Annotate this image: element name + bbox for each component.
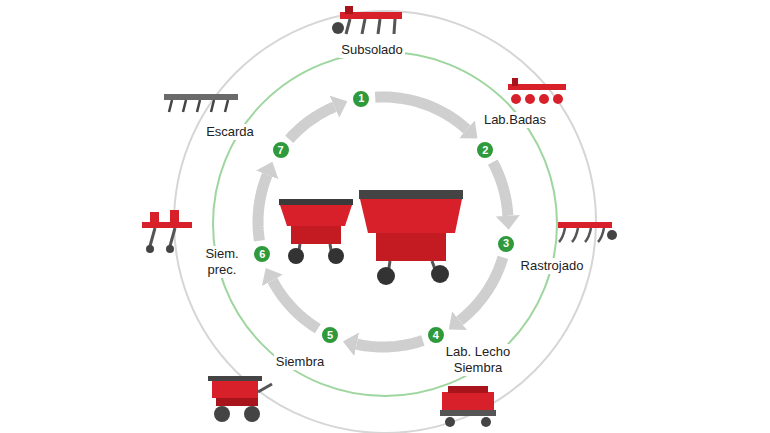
- precision-planter-icon-part: [150, 212, 159, 224]
- subsoiler-icon-part: [362, 19, 365, 34]
- center-seed-drills-part: [280, 205, 352, 226]
- seed-drill-icon-part: [208, 376, 262, 381]
- seed-drill-icon-part: [216, 398, 258, 406]
- precision-planter-icon: [142, 210, 192, 253]
- stage-label: Rastrojado: [519, 258, 586, 274]
- disc-plough-icon-part: [525, 94, 535, 104]
- step-number: 3: [503, 238, 509, 249]
- rings-part: [174, 11, 596, 433]
- stage-label: Siembra: [274, 354, 326, 370]
- step-number-circle: 2: [475, 140, 495, 160]
- rotary-harrow-icon-part: [481, 417, 491, 427]
- center-seed-drills-part: [328, 248, 344, 264]
- rotary-harrow-icon: [440, 386, 496, 427]
- cultivator-icon-part: [607, 230, 617, 240]
- precision-planter-icon-part: [146, 245, 154, 253]
- subsoiler-icon-part: [345, 6, 353, 14]
- cycle-arrow: [289, 107, 334, 140]
- subsoiler-icon-part: [332, 22, 344, 34]
- step-number-circle: 1: [351, 89, 371, 109]
- cycle-arrow: [493, 162, 508, 216]
- step-number: 7: [278, 145, 284, 156]
- seed-drill-icon-part: [244, 406, 260, 422]
- stage-label: Siem. prec.: [195, 246, 249, 277]
- hoe-icon-part: [164, 94, 238, 100]
- precision-planter-icon-part: [170, 228, 175, 246]
- disc-plough-icon-part: [539, 94, 549, 104]
- step-number: 4: [433, 330, 439, 341]
- step-number-circle: 5: [320, 325, 340, 345]
- cultivator-icon: [558, 222, 617, 242]
- step-number-circle: 3: [496, 234, 516, 254]
- stage-label: Lab. Lecho Siembra: [437, 344, 519, 375]
- cycle-arrow: [460, 257, 503, 320]
- cycle-arrow: [272, 280, 317, 328]
- hoe-icon: [164, 94, 238, 112]
- step-number: 6: [259, 249, 265, 260]
- rotary-harrow-icon-part: [448, 386, 488, 393]
- subsoiler-icon: [332, 6, 402, 34]
- step-number: 2: [482, 145, 488, 156]
- center-seed-drills-part: [431, 265, 449, 283]
- rotary-harrow-icon-part: [442, 392, 494, 410]
- disc-plough-icon-part: [511, 94, 521, 104]
- center-seed-drills: [279, 190, 463, 285]
- stage-label: Escarda: [204, 124, 256, 140]
- rotary-harrow-icon-part: [440, 410, 496, 416]
- rings-part: [213, 52, 557, 396]
- step-number: 1: [358, 93, 364, 104]
- center-seed-drills-part: [288, 248, 304, 264]
- disc-plough-icon: [508, 78, 566, 104]
- disc-plough-icon-part: [553, 94, 563, 104]
- disc-plough-icon-part: [512, 78, 518, 86]
- step-number-circle: 4: [426, 325, 446, 345]
- seed-drill-icon-part: [212, 380, 258, 398]
- subsoiler-icon-part: [346, 19, 350, 34]
- cultivator-icon-part: [559, 228, 604, 242]
- stage-label: Lab.Badas: [482, 112, 548, 128]
- step-number-circle: 7: [271, 140, 291, 160]
- seed-drill-icon-part: [214, 406, 230, 422]
- center-seed-drills-part: [360, 199, 462, 233]
- center-seed-drills-part: [359, 190, 463, 199]
- precision-planter-icon-part: [142, 222, 192, 228]
- center-seed-drills-part: [377, 267, 395, 285]
- precision-planter-icon-part: [170, 210, 179, 222]
- step-number-circle: 6: [252, 244, 272, 264]
- cycle-arrow: [357, 340, 423, 347]
- rings: [174, 11, 596, 433]
- seed-drill-icon: [208, 376, 272, 422]
- cycle-arrow: [375, 97, 467, 129]
- precision-planter-icon-part: [166, 245, 174, 253]
- center-seed-drills-part: [376, 233, 446, 261]
- subsoiler-icon-part: [378, 19, 380, 34]
- precision-planter-icon-part: [150, 228, 155, 246]
- stage-label: Subsolado: [339, 42, 404, 58]
- center-seed-drills-part: [279, 199, 353, 205]
- center-seed-drills-part: [291, 226, 341, 244]
- cycle-arrow: [258, 175, 267, 241]
- hoe-icon-part: [169, 100, 228, 112]
- seed-drill-icon-part: [258, 384, 272, 392]
- step-number: 5: [327, 330, 333, 341]
- rotary-harrow-icon-part: [445, 417, 455, 427]
- cultivator-icon-part: [558, 222, 612, 228]
- subsoiler-icon-part: [394, 19, 395, 34]
